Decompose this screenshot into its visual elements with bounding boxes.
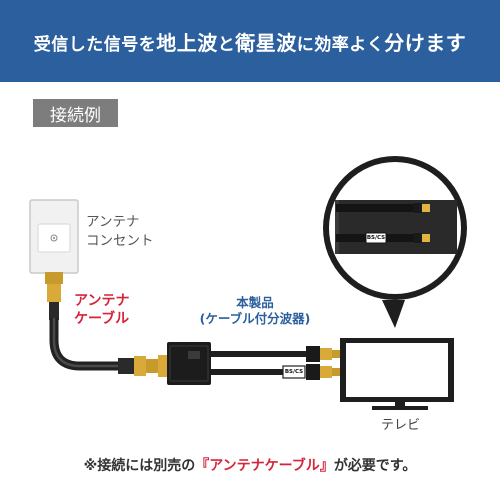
antenna-cable [45, 272, 158, 376]
header-title: 受信した信号を地上波と衛星波に効率よく分けます [34, 27, 467, 56]
antenna-cable-label: アンテナ ケーブル [74, 292, 129, 328]
tv-label: テレビ [381, 418, 421, 433]
product-label: 本製品 (ケーブル付分波器) [180, 295, 330, 327]
bottom-suffix: が必要です。 [333, 458, 417, 474]
header-text-1: 受信した信号を [33, 34, 157, 55]
header-text-5: に効率よく [296, 34, 385, 55]
antenna-cable-line2: ケーブル [74, 311, 130, 327]
splitter-product [158, 342, 340, 385]
product-line1: 本製品 [236, 295, 274, 310]
outlet-line2: コンセント [86, 233, 154, 249]
terrestrial-input-label: 地上デジタル 入力 [379, 183, 419, 199]
television [340, 338, 454, 410]
header-text-2: 地上波 [156, 30, 218, 55]
connection-example-label: 接続例 [33, 99, 118, 127]
antenna-cable-line1: アンテナ [74, 293, 130, 309]
bottom-prefix: ※接続には別売の [83, 458, 196, 474]
satellite-input-label: BS/110度 CS IF入力 [384, 254, 418, 270]
outlet-line1: アンテナ [86, 214, 140, 230]
bottom-note: ※接続には別売の『アンテナケーブル』が必要です。 [0, 455, 500, 475]
zoom-bs-cs-tag: BS/CS [366, 235, 386, 241]
bottom-open-bracket: 『 [195, 458, 210, 474]
header-text-4: 衛星波 [235, 30, 297, 55]
bottom-close-bracket: 』 [319, 458, 334, 474]
header-text-6: 分けます [384, 30, 467, 55]
antenna-outlet-label: アンテナ コンセント [86, 213, 154, 251]
zoom-bubble [323, 156, 467, 328]
antenna-outlet [29, 199, 79, 274]
bottom-item: アンテナケーブル [209, 458, 320, 474]
product-line2: (ケーブル付分波器) [199, 311, 311, 326]
cable-bs-cs-tag: BS/CS [284, 369, 304, 375]
header-text-3: と [217, 34, 236, 55]
header-banner: 受信した信号を地上波と衛星波に効率よく分けます [0, 0, 500, 82]
